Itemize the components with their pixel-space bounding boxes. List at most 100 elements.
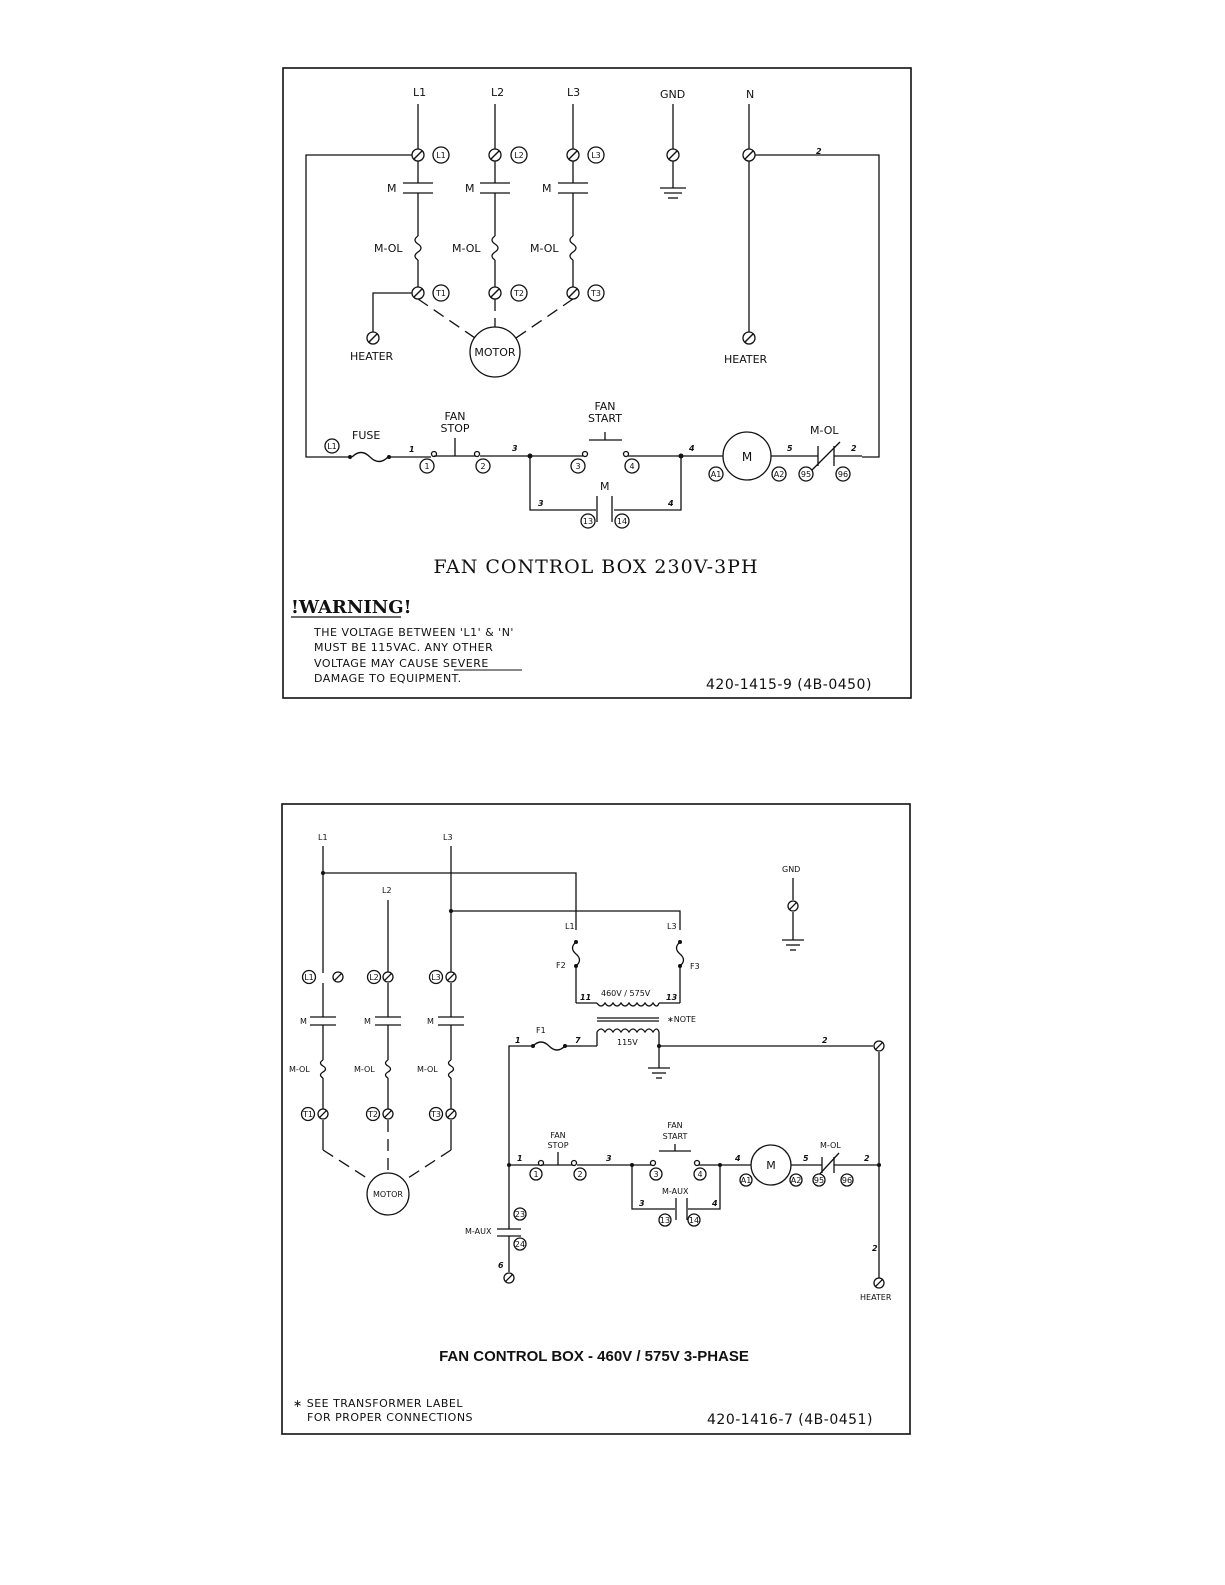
motor-symbol bbox=[469, 326, 521, 378]
wire-number: 11 bbox=[580, 993, 591, 1002]
marker-t3: T3 bbox=[590, 289, 601, 298]
fuse-label-f2: F2 bbox=[556, 961, 566, 970]
heater-label: HEATER bbox=[860, 1293, 892, 1302]
marker-t2: T2 bbox=[513, 289, 524, 298]
line-label-l3: L3 bbox=[567, 86, 580, 99]
overload-label: M-OL bbox=[530, 242, 559, 255]
terminal-screw-t2 bbox=[488, 286, 502, 300]
fuse-label: FUSE bbox=[352, 429, 380, 442]
overload-contact-label: M-OL bbox=[820, 1141, 841, 1150]
wire-number: 2 bbox=[864, 1154, 870, 1163]
pin-14: 14 bbox=[617, 517, 627, 526]
warning-title: !WARNING! bbox=[291, 597, 412, 618]
xfmr-tap-l1: L1 bbox=[565, 922, 575, 931]
terminal-screw-t2 bbox=[382, 1108, 394, 1120]
wire-number: 3 bbox=[512, 444, 518, 453]
part-number: 420-1415-9 (4B-0450) bbox=[706, 677, 872, 693]
wire-number: 5 bbox=[787, 444, 793, 453]
terminal-screw-l3 bbox=[445, 971, 457, 983]
aux-contact-label-left: M-AUX bbox=[465, 1227, 492, 1236]
diagram-frame bbox=[281, 803, 911, 1435]
line-label-l2: L2 bbox=[491, 86, 504, 99]
wire-number: 3 bbox=[639, 1199, 645, 1208]
aux-contact-label: M bbox=[600, 480, 610, 493]
wire-number: 4 bbox=[734, 1154, 741, 1163]
overload-contact-label: M-OL bbox=[810, 424, 839, 437]
fan-stop-label: FAN bbox=[444, 410, 465, 423]
terminal-screw-heater bbox=[366, 331, 380, 345]
overload-label: M-OL bbox=[289, 1065, 310, 1074]
marker-l3: L3 bbox=[591, 151, 601, 160]
terminal-screw-gnd bbox=[666, 148, 680, 162]
footnote-line: ∗ SEE TRANSFORMER LABEL bbox=[293, 1397, 463, 1410]
part-number: 420-1416-7 (4B-0451) bbox=[707, 1412, 873, 1428]
xfmr-tap-l3: L3 bbox=[667, 922, 677, 931]
terminal-screw-heater bbox=[873, 1277, 885, 1289]
warning-line: MUST BE 115VAC. ANY OTHER bbox=[314, 641, 493, 654]
wire-number: 3 bbox=[538, 499, 544, 508]
diagram-title: FAN CONTROL BOX - 460V / 575V 3-PHASE bbox=[439, 1348, 749, 1365]
pin-a2: A2 bbox=[774, 470, 785, 479]
overload-label: M-OL bbox=[374, 242, 403, 255]
marker-fuse-l1: L1 bbox=[327, 442, 337, 451]
wire-number: 7 bbox=[575, 1036, 581, 1045]
xfmr-secondary-label: 115V bbox=[617, 1038, 638, 1047]
marker-t1: T1 bbox=[302, 1110, 313, 1119]
warning-line: DAMAGE TO EQUIPMENT. bbox=[314, 672, 462, 685]
terminal-screw-n bbox=[742, 148, 756, 162]
xfmr-primary-label: 460V / 575V bbox=[601, 989, 651, 998]
fan-start-label: START bbox=[588, 412, 622, 425]
control-pin-markers: 1 2 3 4 A1 A2 95 96 13 14 bbox=[419, 458, 851, 529]
contactor-label: M bbox=[300, 1017, 307, 1026]
pin-a1: A1 bbox=[741, 1176, 752, 1185]
diagram-460v-575v: L1 L3 L2 GND bbox=[281, 803, 911, 1435]
terminal-screw-heater bbox=[742, 331, 756, 345]
fan-stop-label: FAN bbox=[550, 1131, 565, 1140]
control-circuit: L1 FUSE 1 FAN STOP 3 FAN START bbox=[320, 147, 862, 522]
terminal-screw-gnd bbox=[787, 900, 799, 912]
wire-number: 4 bbox=[711, 1199, 718, 1208]
heater-label: HEATER bbox=[350, 350, 394, 363]
pin-2: 2 bbox=[480, 462, 485, 471]
fuse-label-f3: F3 bbox=[690, 962, 700, 971]
diagram-frame bbox=[282, 67, 912, 699]
wire-number: 1 bbox=[409, 445, 415, 454]
pin-a2: A2 bbox=[791, 1176, 802, 1185]
marker-l3: L3 bbox=[431, 973, 441, 982]
coil-label: M bbox=[742, 450, 752, 464]
line-label-l1: L1 bbox=[413, 86, 426, 99]
heater-label: HEATER bbox=[724, 353, 768, 366]
pin-2: 2 bbox=[577, 1170, 582, 1179]
wire-number: 2 bbox=[851, 444, 857, 453]
wire-number: 1 bbox=[515, 1036, 521, 1045]
line-label-l3: L3 bbox=[443, 833, 453, 842]
pin-95: 95 bbox=[814, 1176, 824, 1185]
terminal-screw-t1 bbox=[411, 286, 425, 300]
pin-1: 1 bbox=[424, 462, 429, 471]
marker-t1: T1 bbox=[435, 289, 446, 298]
contactor-label: M bbox=[387, 182, 397, 195]
control-pin-markers: 1 2 3 4 A1 A2 95 96 13 14 23 24 bbox=[513, 1167, 854, 1251]
line-label-gnd: GND bbox=[660, 88, 685, 101]
fan-stop-label: STOP bbox=[547, 1141, 568, 1150]
pin-a1: A1 bbox=[711, 470, 722, 479]
footnote-line: FOR PROPER CONNECTIONS bbox=[307, 1411, 473, 1424]
pin-23: 23 bbox=[515, 1210, 525, 1219]
marker-l2: L2 bbox=[514, 151, 524, 160]
overload-label: M-OL bbox=[452, 242, 481, 255]
fan-start-label: FAN bbox=[594, 400, 615, 413]
pin-24: 24 bbox=[515, 1240, 525, 1249]
marker-l1: L1 bbox=[304, 973, 314, 982]
pin-4: 4 bbox=[629, 462, 634, 471]
overload-label: M-OL bbox=[354, 1065, 375, 1074]
marker-t2: T2 bbox=[367, 1110, 378, 1119]
terminal-screw-l1 bbox=[411, 148, 425, 162]
terminal-markers: L1 L2 L3 T1 T2 T3 bbox=[300, 969, 444, 1122]
line-label-gnd: GND bbox=[782, 865, 800, 874]
warning-line: VOLTAGE MAY CAUSE SEVERE bbox=[314, 657, 489, 670]
wire-number: 4 bbox=[688, 444, 695, 453]
wire-number: 13 bbox=[666, 993, 678, 1002]
wire-number: 3 bbox=[606, 1154, 612, 1163]
coil-label: M bbox=[766, 1159, 776, 1172]
